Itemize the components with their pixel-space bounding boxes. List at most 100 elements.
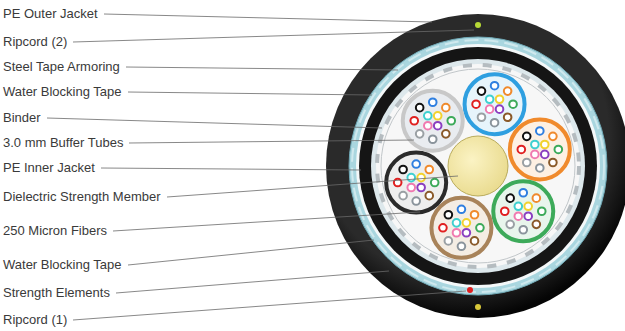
ripcord-1 bbox=[467, 287, 473, 293]
fiber bbox=[549, 159, 557, 167]
leader-line bbox=[167, 176, 458, 197]
fiber bbox=[453, 219, 461, 227]
fiber bbox=[504, 87, 512, 95]
buffer-tube bbox=[510, 119, 570, 179]
fiber bbox=[504, 113, 512, 121]
ripcord-2 bbox=[475, 22, 481, 28]
fiber bbox=[533, 194, 541, 202]
fiber bbox=[506, 221, 514, 229]
leader-line bbox=[47, 118, 382, 128]
buffer-tube bbox=[431, 198, 491, 258]
leader-line bbox=[73, 30, 474, 42]
fiber bbox=[472, 100, 480, 108]
fiber bbox=[463, 229, 471, 237]
leader-line bbox=[101, 168, 361, 170]
fiber bbox=[431, 179, 439, 187]
fiber bbox=[538, 207, 546, 215]
fiber bbox=[417, 184, 425, 192]
fiber bbox=[399, 166, 407, 174]
leader-line bbox=[116, 271, 389, 293]
fiber bbox=[416, 104, 424, 112]
fiber bbox=[442, 130, 450, 138]
fiber bbox=[515, 203, 523, 211]
fiber bbox=[549, 133, 557, 141]
fiber bbox=[416, 130, 424, 138]
fiber bbox=[509, 100, 517, 108]
fiber bbox=[541, 151, 549, 159]
fiber bbox=[447, 117, 455, 125]
leader-line bbox=[113, 212, 420, 231]
fiber bbox=[519, 226, 527, 234]
fiber bbox=[555, 146, 563, 154]
buffer-tube bbox=[403, 91, 463, 151]
fiber bbox=[407, 174, 415, 182]
fiber bbox=[518, 146, 526, 154]
fiber bbox=[501, 207, 509, 215]
fiber bbox=[478, 113, 486, 121]
fiber bbox=[439, 224, 447, 232]
fiber bbox=[442, 104, 450, 112]
fiber bbox=[399, 192, 407, 200]
fiber bbox=[425, 192, 433, 200]
fiber bbox=[445, 211, 453, 219]
part-label: 250 Micron Fibers bbox=[3, 223, 109, 239]
buffer-tube bbox=[465, 74, 525, 134]
fiber bbox=[434, 112, 442, 120]
part-label: PE Inner Jacket bbox=[3, 160, 97, 176]
part-label: Water Blocking Tape bbox=[3, 257, 124, 273]
core bbox=[376, 64, 580, 268]
fiber bbox=[471, 237, 479, 245]
part-label: Steel Tape Armoring bbox=[3, 59, 122, 75]
leader-line bbox=[126, 67, 398, 70]
fiber bbox=[476, 224, 484, 232]
strength-elements bbox=[377, 65, 579, 267]
fiber bbox=[486, 95, 494, 103]
dielectric-strength-member bbox=[448, 136, 508, 196]
fiber bbox=[531, 151, 539, 159]
fiber bbox=[524, 203, 532, 211]
part-label: 3.0 mm Buffer Tubes bbox=[3, 135, 125, 151]
buffer-tube bbox=[386, 153, 446, 213]
fiber bbox=[496, 105, 504, 113]
fiber bbox=[496, 95, 504, 103]
inner-water-blocking-tape bbox=[371, 59, 585, 273]
fiber bbox=[429, 135, 437, 143]
leader-line bbox=[128, 240, 374, 265]
fiber bbox=[533, 221, 541, 229]
fiber bbox=[424, 122, 432, 130]
fiber bbox=[541, 141, 549, 149]
buffer-tubes bbox=[386, 74, 570, 258]
leader-line bbox=[128, 92, 372, 95]
fiber bbox=[478, 87, 486, 95]
fiber bbox=[434, 122, 442, 130]
fiber bbox=[519, 189, 527, 197]
part-label: Ripcord (1) bbox=[3, 312, 69, 328]
fiber bbox=[424, 112, 432, 120]
fiber bbox=[407, 184, 415, 192]
fiber bbox=[536, 164, 544, 172]
fiber bbox=[506, 194, 514, 202]
fiber bbox=[458, 243, 466, 251]
part-label: PE Outer Jacket bbox=[3, 6, 100, 22]
part-label: Ripcord (2) bbox=[3, 34, 69, 50]
fiber bbox=[531, 141, 539, 149]
fiber bbox=[453, 229, 461, 237]
steel-tape bbox=[349, 37, 607, 295]
leader-line bbox=[129, 140, 414, 143]
part-label: Binder bbox=[3, 110, 43, 126]
fiber bbox=[429, 98, 437, 106]
fiber bbox=[523, 159, 531, 167]
fiber bbox=[536, 127, 544, 135]
fiber bbox=[491, 119, 499, 127]
fiber bbox=[410, 117, 418, 125]
steel-tape-pattern bbox=[352, 40, 604, 292]
fiber bbox=[523, 133, 531, 141]
fiber bbox=[417, 174, 425, 182]
binder bbox=[381, 69, 575, 263]
fiber bbox=[471, 211, 479, 219]
part-label: Dielectric Strength Member bbox=[3, 189, 163, 205]
fiber bbox=[524, 212, 532, 220]
fiber bbox=[491, 82, 499, 90]
inner-jacket bbox=[359, 47, 597, 285]
fiber bbox=[425, 166, 433, 174]
